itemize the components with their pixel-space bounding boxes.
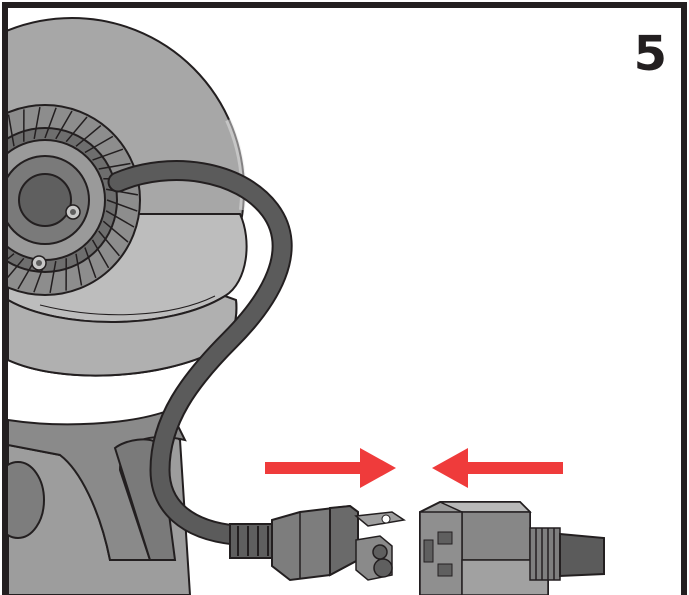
male-plug [230, 506, 404, 580]
arrow-right-icon [265, 448, 396, 488]
step-number: 5 [634, 30, 667, 78]
arrow-left-icon [432, 448, 563, 488]
female-connector [420, 502, 604, 595]
